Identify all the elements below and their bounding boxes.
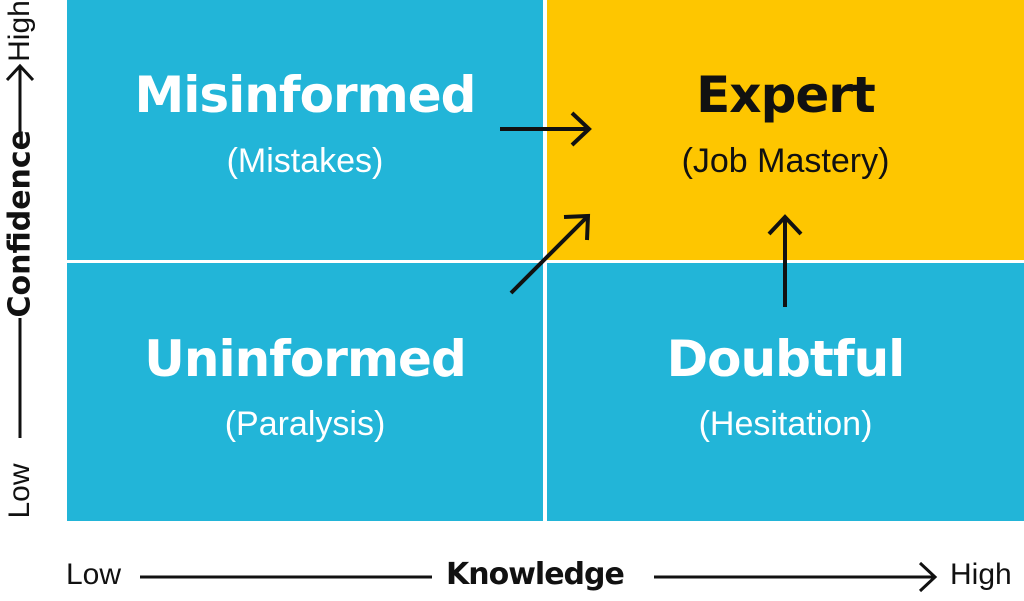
arrow-diagonal-icon: [509, 213, 591, 295]
quadrant-subtitle: (Mistakes): [226, 142, 384, 180]
y-axis-label: Confidence: [2, 129, 38, 318]
y-axis-lines: [5, 63, 35, 438]
y-axis-high-label: High: [3, 0, 36, 62]
quadrant-subtitle: (Job Mastery): [681, 142, 890, 180]
y-axis-low-label: Low: [3, 463, 36, 519]
x-axis-low-label: Low: [66, 558, 122, 591]
quadrant-expert: Expert (Job Mastery): [547, 0, 1024, 260]
arrow-up-icon: [767, 214, 803, 307]
x-axis-lines: [140, 561, 938, 593]
quadrant-subtitle: (Paralysis): [224, 405, 386, 443]
quadrant-title: Expert: [696, 66, 876, 124]
quadrant-uninformed: Uninformed (Paralysis): [67, 263, 543, 521]
quadrant-title: Misinformed: [134, 66, 477, 124]
x-axis-label: Knowledge: [446, 557, 625, 592]
quadrant-misinformed: Misinformed (Mistakes): [67, 0, 543, 260]
quadrant-title: Uninformed: [144, 330, 467, 388]
quadrant-subtitle: (Hesitation): [698, 405, 873, 443]
x-axis-high-label: High: [950, 558, 1012, 591]
arrow-right-icon: [500, 111, 592, 147]
quadrant-title: Doubtful: [666, 330, 906, 388]
